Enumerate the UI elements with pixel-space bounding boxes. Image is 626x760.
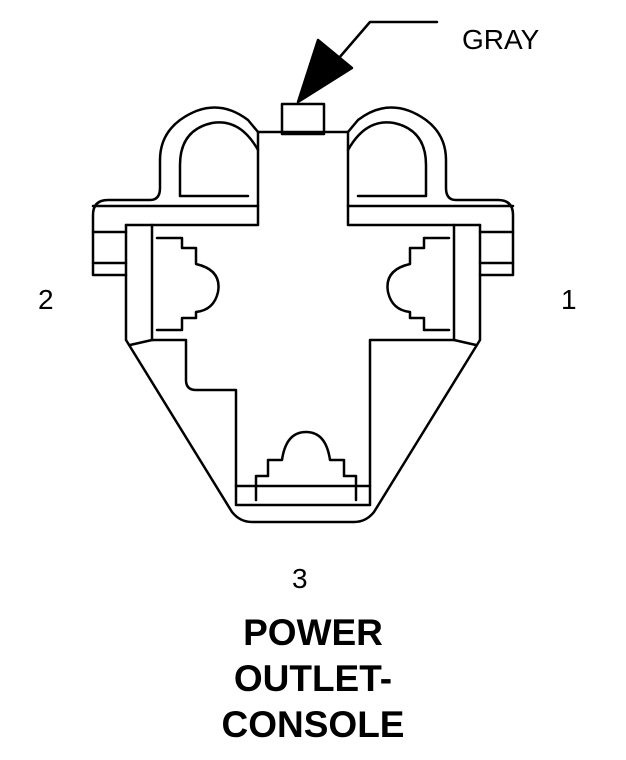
wire-color-label: GRAY [462,24,540,55]
connector-housing [91,106,515,524]
title-line-1: POWER [243,612,383,653]
connector-title: POWER OUTLET- CONSOLE [0,610,626,748]
terminal-2 [155,236,220,332]
terminal-3 [254,430,358,502]
callout-arrowhead [296,38,354,104]
title-line-2: OUTLET- [233,658,393,699]
pin-2-label: 2 [38,284,54,315]
locking-tab [280,102,326,136]
terminal-1 [386,236,451,332]
title-line-3: CONSOLE [221,704,405,745]
pin-1-label: 1 [561,284,577,315]
callout-leader [296,20,439,104]
pin-3-label: 3 [292,563,308,594]
